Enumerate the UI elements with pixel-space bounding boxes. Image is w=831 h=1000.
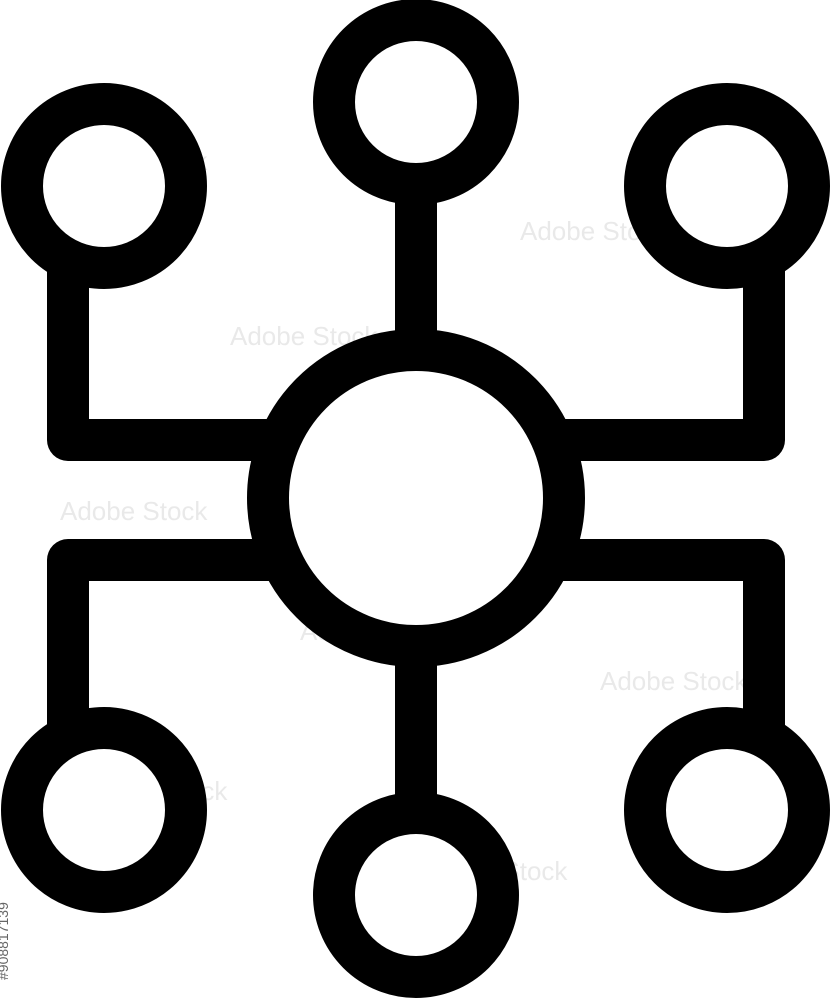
node-top-right xyxy=(624,83,830,289)
hub-node-center xyxy=(247,329,585,667)
connector-upper-left xyxy=(47,199,306,461)
connector-upper-right xyxy=(527,199,785,461)
stock-id-label: #908817139 xyxy=(0,902,11,980)
watermark-text: Adobe Stock xyxy=(600,666,748,696)
node-bottom-left xyxy=(1,707,207,913)
node-bottom-center xyxy=(313,792,519,998)
node-top-center xyxy=(313,0,519,205)
node-top-left xyxy=(1,83,207,289)
node-bottom-right xyxy=(624,707,830,913)
watermark-text: Adobe Stock xyxy=(60,496,208,526)
